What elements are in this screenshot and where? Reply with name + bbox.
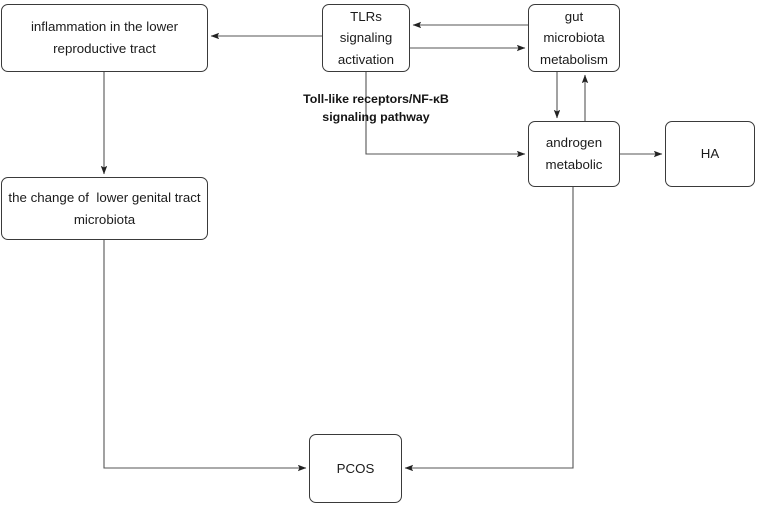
node-pcos-line1: PCOS: [336, 460, 375, 476]
node-inflammation-line2: reproductive tract: [53, 41, 156, 56]
node-ha[interactable]: HA: [665, 121, 755, 187]
edge-vaginal-to-pcos: [103, 240, 307, 472]
node-androgen-line2: metabolic: [545, 157, 603, 172]
node-pcos[interactable]: PCOS: [309, 434, 402, 503]
node-androgen-metabolic[interactable]: androgen metabolic: [528, 121, 620, 187]
node-vaginal-line2: microbiota: [73, 211, 136, 227]
node-lower-genital-tract-microbiota[interactable]: the change of lower genital tract microb…: [1, 177, 208, 240]
node-tlrs[interactable]: TLRs signaling activation: [322, 4, 410, 72]
node-inflammation-line1: inflammation in the lower: [30, 19, 179, 35]
node-inflammation[interactable]: inflammation in the lower reproductive t…: [1, 4, 208, 72]
edge-androgen-to-pcos: [404, 187, 574, 472]
node-vaginal-line1: the change of lower genital tract: [8, 189, 201, 205]
node-gut-line2: microbiota: [543, 30, 605, 46]
node-tlrs-line3: activation: [337, 51, 395, 67]
node-gut-line1: gut: [564, 8, 584, 24]
node-tlrs-line1: TLRs: [350, 8, 382, 24]
node-androgen-line1: androgen: [545, 135, 603, 151]
pathway-label: Toll-like receptors/NF-κB signaling path…: [303, 92, 449, 124]
node-tlrs-line2: signaling: [339, 30, 393, 46]
node-ha-line1: HA: [700, 146, 720, 162]
node-gut-microbiota-metabolism[interactable]: gut microbiota metabolism: [528, 4, 620, 72]
node-gut-line3: metabolism: [540, 51, 608, 67]
